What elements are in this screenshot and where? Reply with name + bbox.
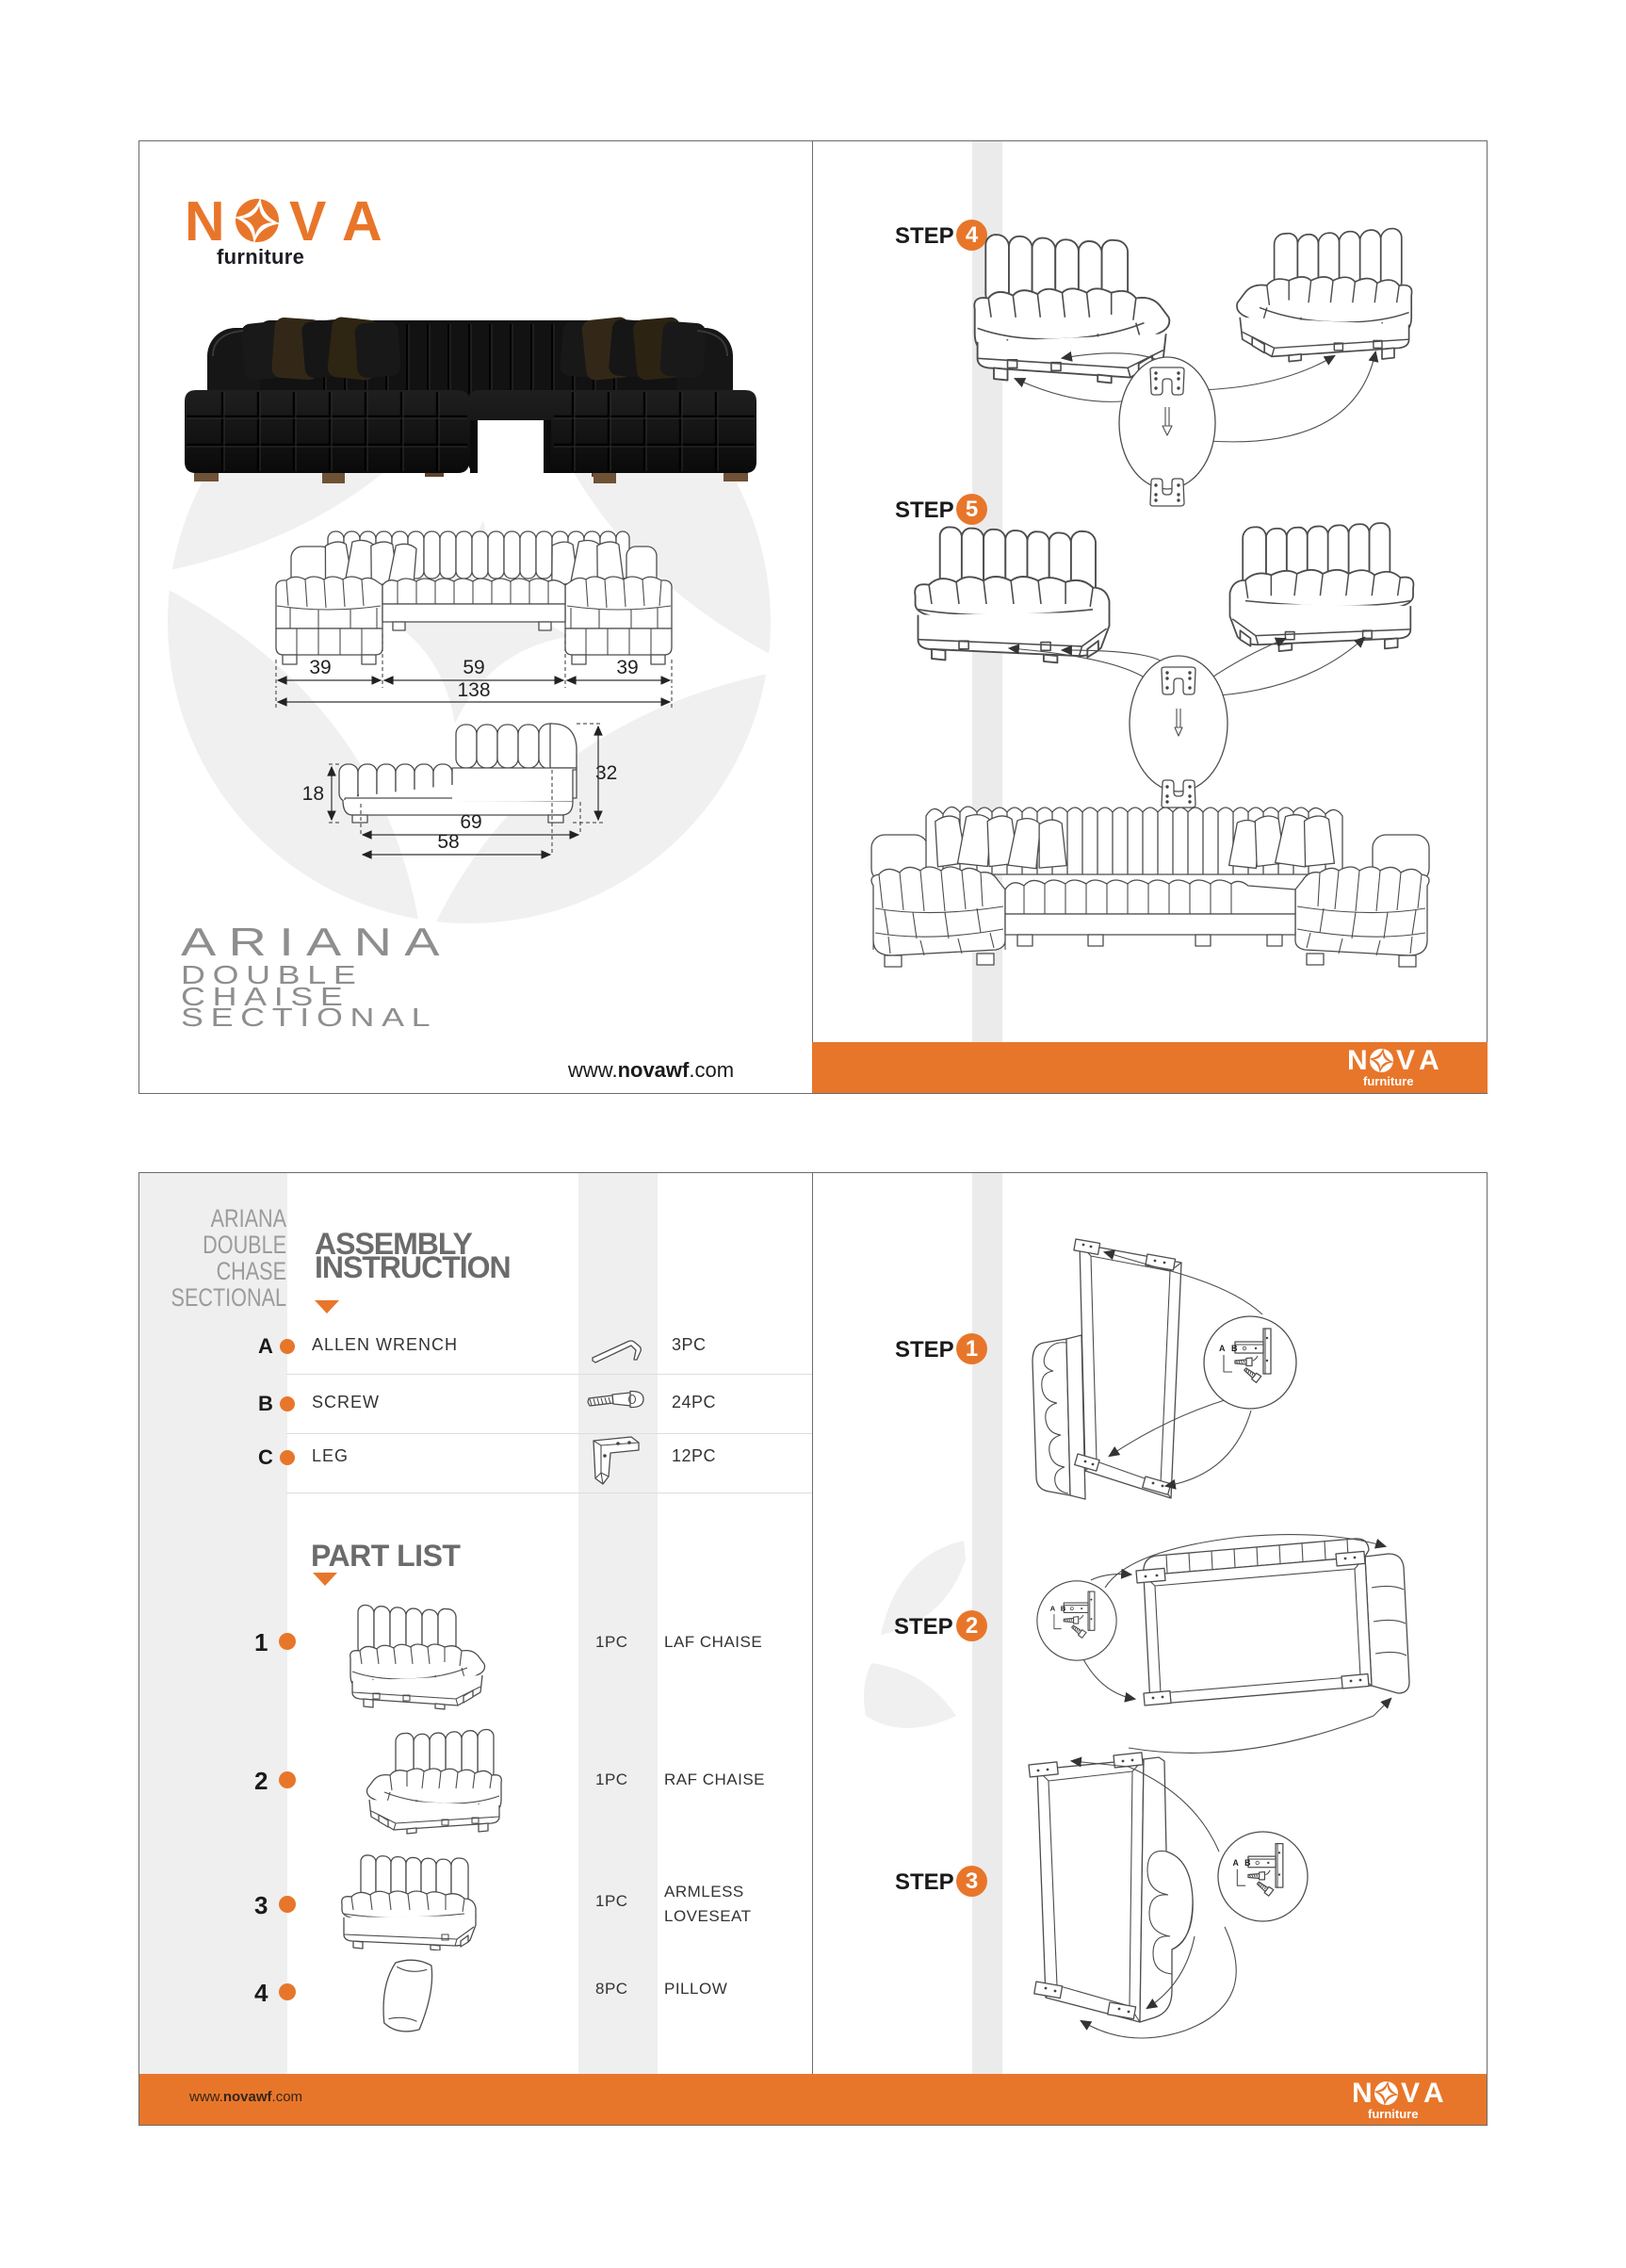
- svg-text:58: 58: [437, 831, 459, 853]
- svg-text:69: 69: [460, 811, 481, 833]
- svg-text:N: N: [1347, 1048, 1368, 1076]
- svg-text:V: V: [289, 193, 326, 253]
- svg-text:A: A: [1423, 2080, 1444, 2109]
- svg-text:furniture: furniture: [217, 245, 304, 269]
- svg-text:138: 138: [457, 679, 490, 701]
- svg-text:V: V: [1401, 2080, 1420, 2109]
- svg-text:furniture: furniture: [1368, 2107, 1418, 2121]
- svg-text:A: A: [1419, 1048, 1439, 1076]
- svg-text:furniture: furniture: [1363, 1074, 1413, 1088]
- svg-text:59: 59: [463, 657, 484, 678]
- svg-text:18: 18: [302, 783, 324, 805]
- svg-text:39: 39: [616, 657, 638, 678]
- svg-text:39: 39: [309, 657, 331, 678]
- svg-text:N: N: [1352, 2080, 1373, 2109]
- svg-text:V: V: [1396, 1048, 1415, 1076]
- svg-text:N: N: [185, 193, 225, 253]
- svg-text:A: A: [342, 193, 382, 253]
